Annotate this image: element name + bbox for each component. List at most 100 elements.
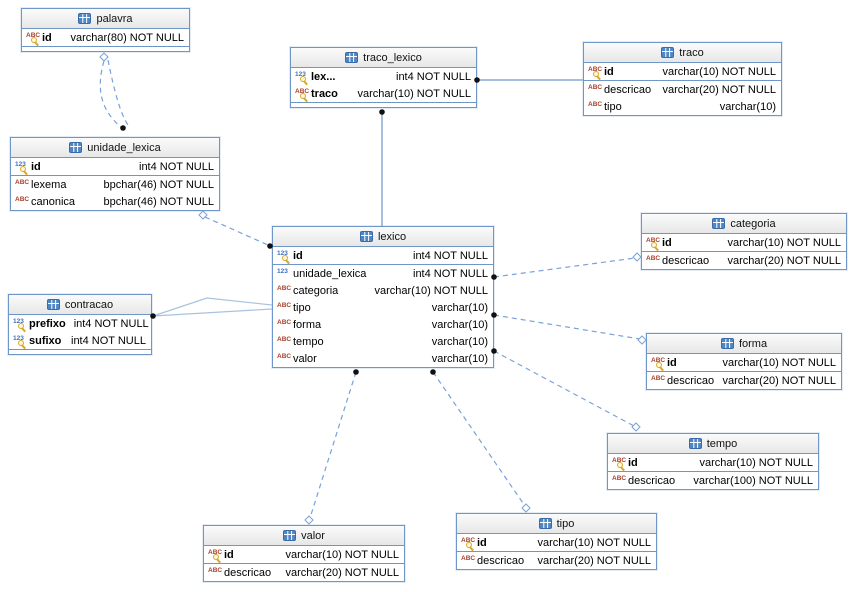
entity-table-tempo[interactable]: tempo ABC id varchar(10) NOT NULL ABC de… <box>607 433 819 490</box>
column-row-contracao-sufixo[interactable]: 123 sufixo int4 NOT NULL <box>9 332 151 349</box>
column-type: varchar(10) NOT NULL <box>722 356 837 369</box>
primary-key-section: 123 id int4 NOT NULL <box>273 247 493 264</box>
primary-key-section: 123 prefixo int4 NOT NULL 123 sufixo int… <box>9 315 151 349</box>
key-icon <box>20 166 26 172</box>
table-header[interactable]: palavra <box>22 9 189 29</box>
column-row-lexico-unidadelexica[interactable]: 123 unidade_lexica int4 NOT NULL <box>273 265 493 282</box>
column-row-lexico-valor[interactable]: ABC valor varchar(10) <box>273 350 493 367</box>
column-name: lex... <box>311 70 336 83</box>
table-header[interactable]: tempo <box>608 434 818 454</box>
table-icon <box>661 47 675 58</box>
entity-table-categoria[interactable]: categoria ABC id varchar(10) NOT NULL AB… <box>641 213 847 270</box>
pk-divider <box>204 563 404 564</box>
table-icon <box>283 530 297 541</box>
column-row-traco-descricao[interactable]: ABC descricao varchar(20) NOT NULL <box>584 81 781 98</box>
column-type-icon: 123 <box>276 249 293 262</box>
table-header[interactable]: traco_lexico <box>291 48 476 68</box>
column-type: varchar(80) NOT NULL <box>70 31 185 44</box>
table-icon <box>69 142 83 153</box>
column-row-palavra-id[interactable]: ABC id varchar(80) NOT NULL <box>22 29 189 46</box>
table-header[interactable]: unidade_lexica <box>11 138 219 158</box>
relationship-diamond-valor <box>304 515 314 525</box>
column-row-unidade_lexica-canonica[interactable]: ABC canonica bpchar(46) NOT NULL <box>11 193 219 210</box>
pk-divider <box>22 46 189 47</box>
column-row-traco-tipo[interactable]: ABC tipo varchar(10) <box>584 98 781 115</box>
column-name: tempo <box>293 335 324 348</box>
column-row-valor-descricao[interactable]: ABC descricao varchar(20) NOT NULL <box>204 564 404 581</box>
column-name: descricao <box>224 566 272 579</box>
column-row-traco-id[interactable]: ABC id varchar(10) NOT NULL <box>584 63 781 80</box>
relationship-lexico-tipo <box>432 371 526 507</box>
key-icon <box>213 554 219 560</box>
column-row-lexico-tempo[interactable]: ABC tempo varchar(10) <box>273 333 493 350</box>
column-type-icon: ABC <box>207 548 224 561</box>
pk-divider <box>608 471 818 472</box>
columns-section <box>291 103 476 107</box>
table-header[interactable]: valor <box>204 526 404 546</box>
column-row-unidade_lexica-id[interactable]: 123 id int4 NOT NULL <box>11 158 219 175</box>
column-row-categoria-id[interactable]: ABC id varchar(10) NOT NULL <box>642 234 846 251</box>
column-row-lexico-forma[interactable]: ABC forma varchar(10) <box>273 316 493 333</box>
table-name: palavra <box>96 12 133 25</box>
column-row-lexico-id[interactable]: 123 id int4 NOT NULL <box>273 247 493 264</box>
relationship-lexico-categoria <box>493 257 636 278</box>
column-name: prefixo <box>29 317 66 330</box>
column-name: descricao <box>667 374 715 387</box>
entity-table-contracao[interactable]: contracao 123 prefixo int4 NOT NULL 123 … <box>8 294 152 355</box>
column-name: id <box>224 548 234 561</box>
table-icon <box>345 52 359 63</box>
column-type: int4 NOT NULL <box>413 267 488 280</box>
column-row-tempo-id[interactable]: ABC id varchar(10) NOT NULL <box>608 454 818 471</box>
table-icon <box>720 338 734 349</box>
column-type: varchar(10) NOT NULL <box>285 548 400 561</box>
column-row-categoria-descricao[interactable]: ABC descricao varchar(20) NOT NULL <box>642 252 846 269</box>
column-name: traco <box>311 87 338 100</box>
column-row-lexico-tipo[interactable]: ABC tipo varchar(10) <box>273 299 493 316</box>
column-row-tipo-descricao[interactable]: ABC descricao varchar(20) NOT NULL <box>457 552 656 569</box>
columns-section: ABC descricao varchar(20) NOT NULL ABC t… <box>584 81 781 115</box>
entity-table-valor[interactable]: valor ABC id varchar(10) NOT NULL ABC de… <box>203 525 405 582</box>
table-icon <box>712 218 726 229</box>
table-header[interactable]: tipo <box>457 514 656 534</box>
table-header[interactable]: categoria <box>642 214 846 234</box>
column-type-icon: ABC <box>15 179 30 186</box>
column-row-contracao-prefixo[interactable]: 123 prefixo int4 NOT NULL <box>9 315 151 332</box>
column-row-tipo-id[interactable]: ABC id varchar(10) NOT NULL <box>457 534 656 551</box>
relationship-diamond-categoria <box>632 252 642 262</box>
table-header[interactable]: traco <box>584 43 781 63</box>
key-icon <box>18 340 24 346</box>
column-type-icon: ABC <box>460 536 477 549</box>
table-header[interactable]: contracao <box>9 295 151 315</box>
column-row-traco_lexico-traco[interactable]: ABC traco varchar(10) NOT NULL <box>291 85 476 102</box>
column-row-forma-descricao[interactable]: ABC descricao varchar(20) NOT NULL <box>647 372 841 389</box>
entity-table-forma[interactable]: forma ABC id varchar(10) NOT NULL ABC de… <box>646 333 842 390</box>
column-row-valor-id[interactable]: ABC id varchar(10) NOT NULL <box>204 546 404 563</box>
column-type-icon: ABC <box>611 456 628 469</box>
column-row-lexico-categoria[interactable]: ABC categoria varchar(10) NOT NULL <box>273 282 493 299</box>
column-name: id <box>604 65 614 78</box>
column-name: tipo <box>293 301 311 314</box>
primary-key-section: ABC id varchar(10) NOT NULL <box>647 354 841 371</box>
primary-key-section: ABC id varchar(10) NOT NULL <box>642 234 846 251</box>
entity-table-unidade_lexica[interactable]: unidade_lexica 123 id int4 NOT NULL ABC … <box>10 137 220 211</box>
column-row-unidade_lexica-lexema[interactable]: ABC lexema bpchar(46) NOT NULL <box>11 176 219 193</box>
entity-table-palavra[interactable]: palavra ABC id varchar(80) NOT NULL <box>21 8 190 52</box>
column-row-tempo-descricao[interactable]: ABC descricao varchar(100) NOT NULL <box>608 472 818 489</box>
table-name: contracao <box>64 298 114 311</box>
relationship-lexico-forma <box>493 314 641 340</box>
primary-key-section: ABC id varchar(10) NOT NULL <box>204 546 404 563</box>
relationship-contracao-lexico <box>152 308 273 317</box>
column-row-traco_lexico-lex[interactable]: 123 lex... int4 NOT NULL <box>291 68 476 85</box>
table-header[interactable]: lexico <box>273 227 493 247</box>
column-row-forma-id[interactable]: ABC id varchar(10) NOT NULL <box>647 354 841 371</box>
entity-table-lexico[interactable]: lexico 123 id int4 NOT NULL 123 unidade_… <box>272 226 494 368</box>
entity-table-traco[interactable]: traco ABC id varchar(10) NOT NULL ABC de… <box>583 42 782 116</box>
relationship-dot-traco_lexico <box>379 109 385 115</box>
entity-table-traco_lexico[interactable]: traco_lexico 123 lex... int4 NOT NULL AB… <box>290 47 477 108</box>
column-name: sufixo <box>29 334 62 347</box>
pk-divider <box>11 175 219 176</box>
table-header[interactable]: forma <box>647 334 841 354</box>
entity-table-tipo[interactable]: tipo ABC id varchar(10) NOT NULL ABC des… <box>456 513 657 570</box>
table-icon <box>688 438 702 449</box>
columns-section: ABC descricao varchar(20) NOT NULL <box>647 372 841 389</box>
